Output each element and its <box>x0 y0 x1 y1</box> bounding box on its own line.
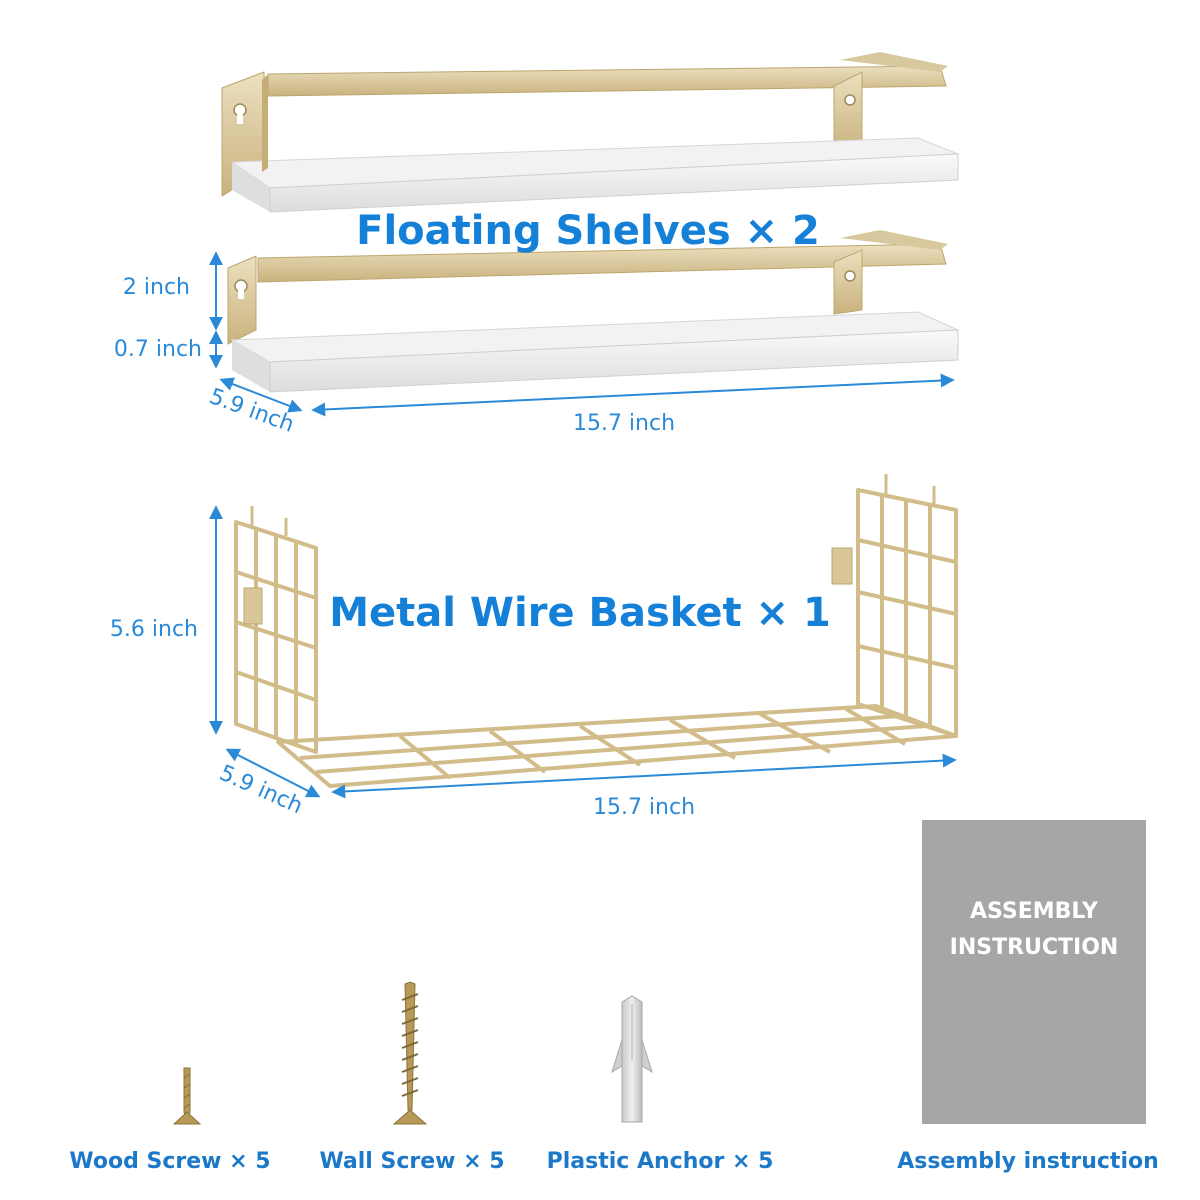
booklet-line2: INSTRUCTION <box>950 935 1119 960</box>
shelves-title: Floating Shelves × 2 <box>356 208 820 254</box>
plastic-anchor-label: Plastic Anchor × 5 <box>547 1149 774 1174</box>
metal-wire-basket <box>234 474 958 788</box>
wood-screw-label: Wood Screw × 5 <box>69 1149 270 1174</box>
lower-floating-shelf <box>227 230 959 393</box>
basket-width-label: 15.7 inch <box>593 795 695 820</box>
booklet-line1: ASSEMBLY <box>970 899 1099 924</box>
wall-screw-icon <box>392 981 428 1125</box>
wall-screw-label: Wall Screw × 5 <box>319 1149 504 1174</box>
shelf-dimension-lines <box>209 251 955 417</box>
wood-screw-icon <box>172 1067 202 1125</box>
shelf-width-label: 15.7 inch <box>573 411 675 436</box>
basket-title: Metal Wire Basket × 1 <box>329 590 831 636</box>
basket-depth-label: 5.9 inch <box>216 761 307 820</box>
shelf-height-label: 2 inch <box>123 275 190 300</box>
assembly-instruction-label: Assembly instruction <box>897 1149 1159 1174</box>
basket-height-label: 5.6 inch <box>110 617 198 642</box>
basket-dimension-lines <box>209 505 957 799</box>
plastic-anchor-icon <box>611 995 653 1123</box>
assembly-booklet-icon: ASSEMBLY INSTRUCTION <box>922 820 1146 1124</box>
upper-floating-shelf <box>221 52 959 213</box>
shelf-thickness-label: 0.7 inch <box>114 337 202 362</box>
